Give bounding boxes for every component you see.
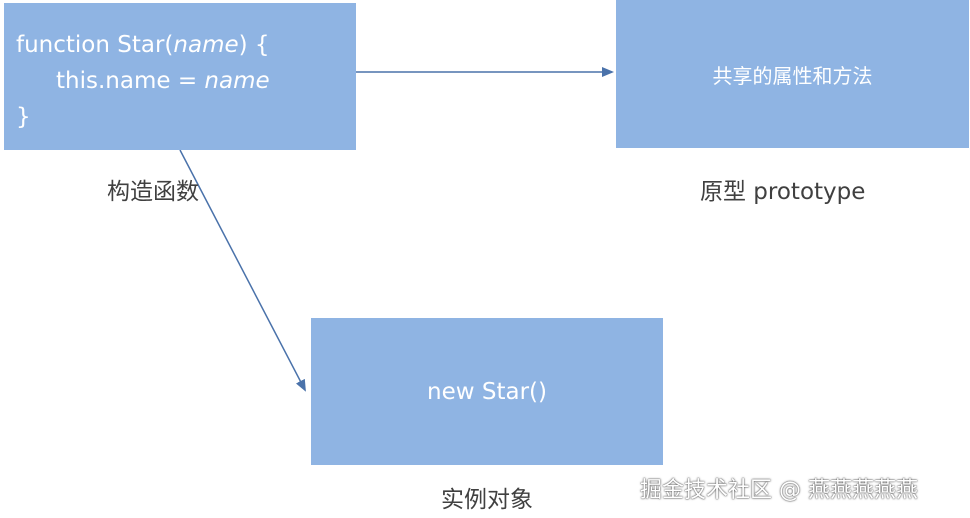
code-param-name: name [173, 32, 239, 58]
caption-constructor: 构造函数 [107, 179, 199, 205]
arrow-constructor-to-instance [179, 149, 306, 392]
code-assigned-value: name [204, 68, 270, 94]
constructor-box: function Star(name) { this.name = name } [4, 3, 356, 150]
code-function-keyword: function Star( [16, 32, 174, 58]
instance-box: new Star() [311, 318, 663, 465]
code-assignment: this.name = [56, 68, 205, 94]
watermark: 掘金技术社区 @ 燕燕燕燕燕 [640, 478, 918, 503]
caption-prototype: 原型 prototype [700, 179, 866, 205]
code-open-brace: ) { [238, 32, 270, 58]
prototype-box-label: 共享的属性和方法 [712, 63, 873, 88]
instance-box-label: new Star() [427, 378, 547, 405]
caption-instance: 实例对象 [441, 487, 533, 513]
constructor-code-line-1: function Star(name) { [16, 27, 356, 63]
constructor-code-line-2: this.name = name [16, 63, 356, 99]
prototype-box: 共享的属性和方法 [616, 0, 969, 148]
constructor-code-line-3: } [16, 104, 31, 130]
